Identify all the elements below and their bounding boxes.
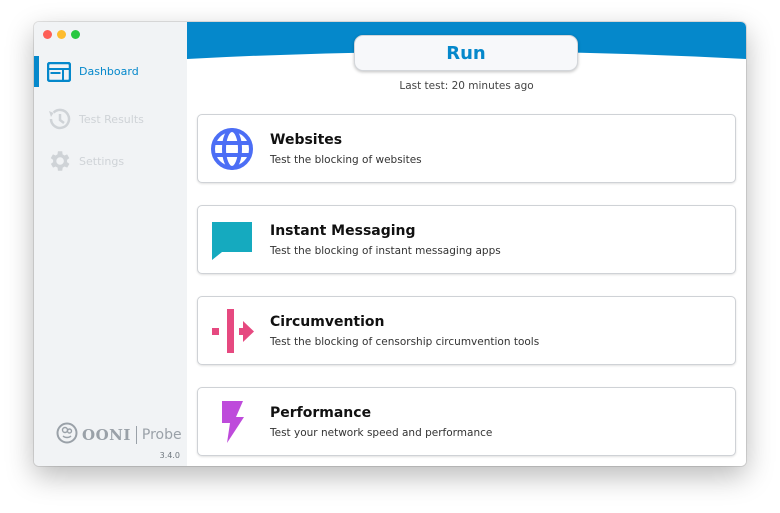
sidebar-item-label: Dashboard (79, 65, 139, 78)
brand-name: OONI (82, 426, 131, 444)
circumvention-card[interactable]: Circumvention Test the blocking of censo… (197, 296, 736, 365)
sidebar-item-label: Settings (79, 154, 125, 168)
card-description: Test the blocking of censorship circumve… (270, 335, 540, 348)
sidebar-item-test-results[interactable]: Test Results (34, 98, 187, 140)
card-title: Performance (270, 404, 372, 421)
history-icon (46, 106, 72, 132)
sidebar-nav: Dashboard Test Results Settings (34, 56, 187, 182)
run-button[interactable]: Run (354, 35, 578, 71)
sidebar-item-settings[interactable]: Settings (34, 140, 187, 182)
minimize-window-button[interactable] (57, 30, 66, 39)
test-cards: Websites Test the blocking of websites I… (197, 114, 736, 466)
dashboard-main: Run Last test: 20 minutes ago Websites T… (187, 22, 746, 466)
lightning-icon (210, 400, 254, 444)
app-window: Dashboard Test Results Settings OONI Pr (34, 22, 746, 466)
brand-divider (135, 426, 137, 444)
instant-messaging-card[interactable]: Instant Messaging Test the blocking of i… (197, 205, 736, 274)
circumvention-icon (210, 308, 254, 353)
sidebar-item-label: Test Results (79, 112, 144, 126)
card-description: Test your network speed and performance (270, 426, 493, 439)
zoom-window-button[interactable] (71, 30, 80, 39)
last-test-status: Last test: 20 minutes ago (399, 80, 534, 92)
websites-card[interactable]: Websites Test the blocking of websites (197, 114, 736, 183)
card-description: Test the blocking of websites (270, 153, 422, 166)
card-title: Instant Messaging (270, 222, 416, 239)
card-title: Circumvention (270, 313, 385, 330)
app-version: 3.4.0 (159, 451, 180, 460)
close-window-button[interactable] (43, 30, 52, 39)
gear-icon (46, 148, 72, 174)
brand-product: Probe (141, 427, 182, 443)
chat-bubble-icon (210, 218, 254, 262)
card-title: Websites (270, 131, 343, 148)
run-button-label: Run (446, 42, 486, 64)
dashboard-icon (46, 59, 72, 85)
brand-logo: OONI Probe (56, 422, 182, 448)
card-description: Test the blocking of instant messaging a… (270, 244, 501, 257)
sidebar: Dashboard Test Results Settings OONI Pr (34, 22, 188, 466)
performance-card[interactable]: Performance Test your network speed and … (197, 387, 736, 456)
sidebar-item-dashboard[interactable]: Dashboard (34, 56, 187, 87)
ooni-logo-icon (56, 422, 78, 448)
window-controls (43, 30, 80, 39)
globe-icon (210, 127, 254, 171)
